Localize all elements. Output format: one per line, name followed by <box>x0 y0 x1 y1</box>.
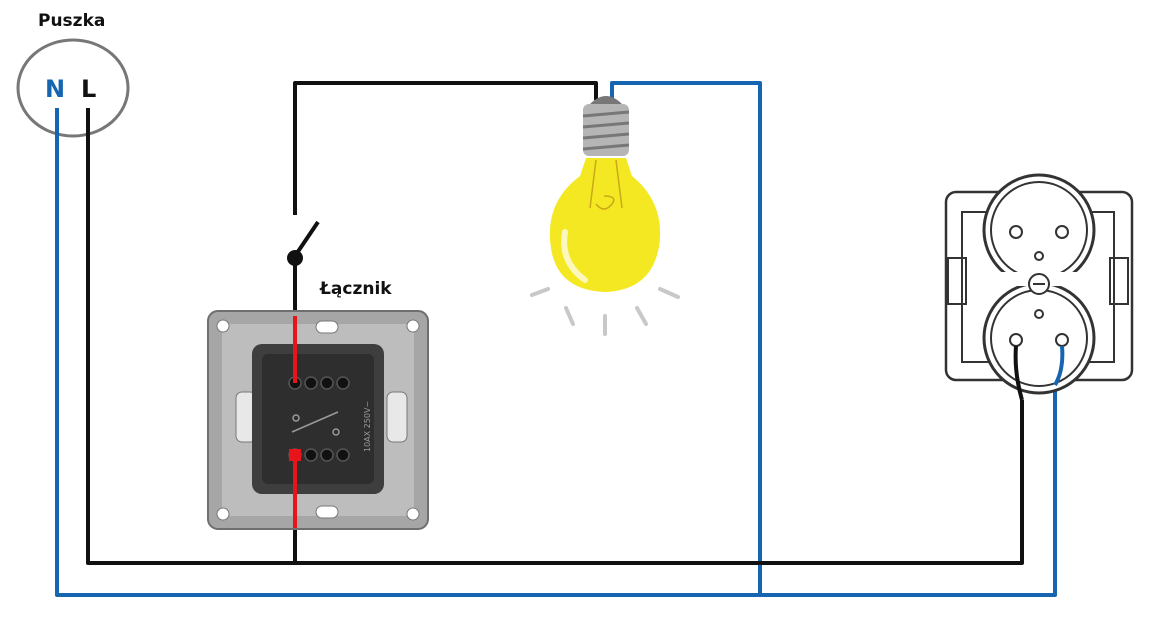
open-switch-symbol <box>287 220 320 266</box>
switch-pivot-dot <box>287 250 303 266</box>
double-socket-icon <box>944 173 1134 401</box>
junction-box-title: Puszka <box>38 11 105 31</box>
light-bulb-icon <box>530 96 680 336</box>
junction-box-outline <box>16 38 130 138</box>
live-label: L <box>81 75 96 103</box>
switch-title: Łącznik <box>319 279 392 299</box>
neutral-wires <box>55 81 1057 597</box>
neutral-wire-lamp <box>610 81 762 595</box>
switch-rating-label: 10AX 250V~ <box>363 401 372 452</box>
live-wire-main <box>86 108 1024 565</box>
neutral-wire-main <box>55 108 1057 597</box>
live-wire-to-lamp <box>293 81 598 215</box>
junction-box: Puszka N L <box>16 11 130 138</box>
switch-mechanism-icon: 10AX 250V~ <box>207 310 429 530</box>
light-rays <box>530 287 680 336</box>
neutral-label: N <box>45 75 65 103</box>
